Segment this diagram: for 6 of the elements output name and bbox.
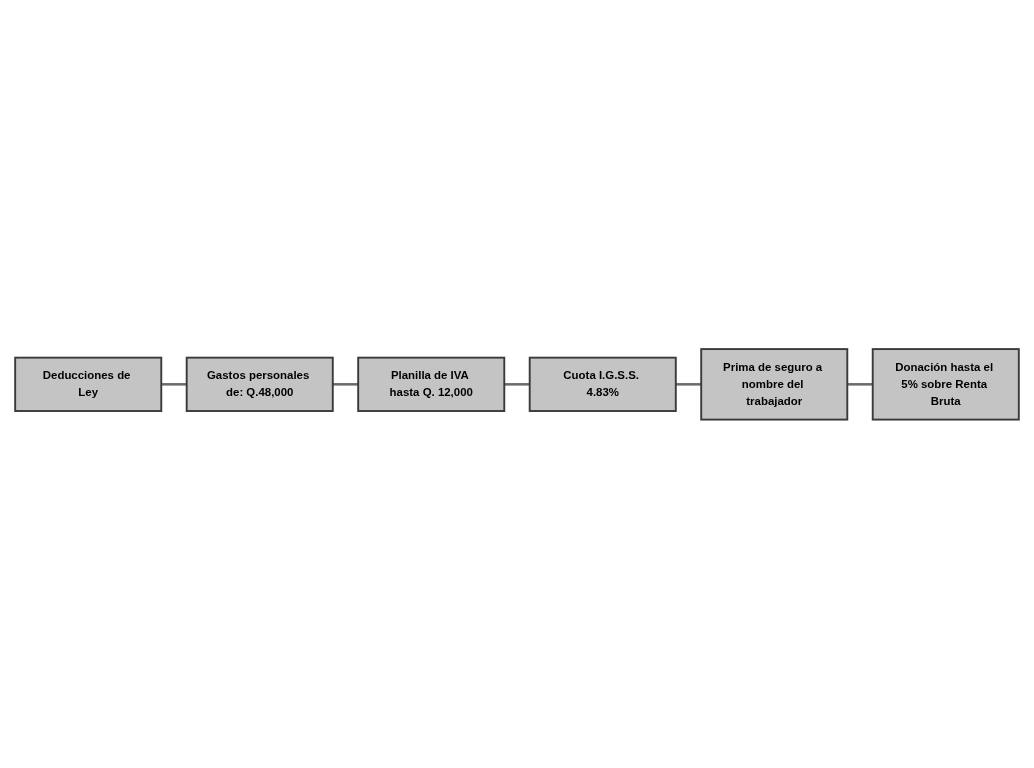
node-box: Deducciones de Ley xyxy=(14,356,163,412)
node-box: Gastos personales de: Q.48,000 xyxy=(185,356,334,412)
node-box: Cuota I.G.S.S. 4.83% xyxy=(528,356,677,412)
node-box: Planilla de IVA hasta Q. 12,000 xyxy=(357,356,506,412)
node-box: Prima de seguro a nombre del trabajador xyxy=(700,347,849,421)
node-box: Donación hasta el 5% sobre Renta Bruta xyxy=(871,347,1020,421)
